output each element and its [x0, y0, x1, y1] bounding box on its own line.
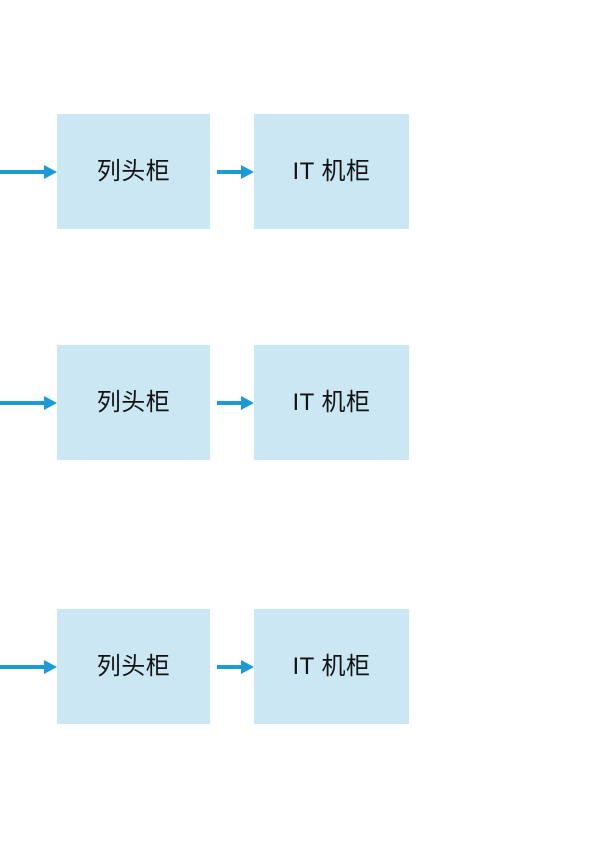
connector-arrow-right-icon — [217, 162, 254, 182]
inbound-arrow-right-icon — [0, 393, 57, 413]
connector-arrow-right-icon — [217, 393, 254, 413]
node-label: IT 机柜 — [292, 388, 371, 416]
node-label: 列头柜 — [96, 652, 171, 680]
node-label: IT 机柜 — [292, 652, 371, 680]
node-box-primary[interactable]: 列头柜 — [57, 609, 210, 724]
node-label: 列头柜 — [96, 157, 171, 185]
inbound-arrow-right-icon — [0, 657, 57, 677]
flow-row: 列头柜 IT 机柜 — [0, 609, 600, 724]
node-label: IT 机柜 — [292, 157, 371, 185]
inbound-arrow-right-icon — [0, 162, 57, 182]
flow-row: 列头柜 IT 机柜 — [0, 114, 600, 229]
node-box-primary[interactable]: 列头柜 — [57, 345, 210, 460]
node-box-secondary[interactable]: IT 机柜 — [254, 114, 409, 229]
node-label: 列头柜 — [96, 388, 171, 416]
node-box-secondary[interactable]: IT 机柜 — [254, 345, 409, 460]
node-box-secondary[interactable]: IT 机柜 — [254, 609, 409, 724]
flow-row: 列头柜 IT 机柜 — [0, 345, 600, 460]
connector-arrow-right-icon — [217, 657, 254, 677]
node-box-primary[interactable]: 列头柜 — [57, 114, 210, 229]
